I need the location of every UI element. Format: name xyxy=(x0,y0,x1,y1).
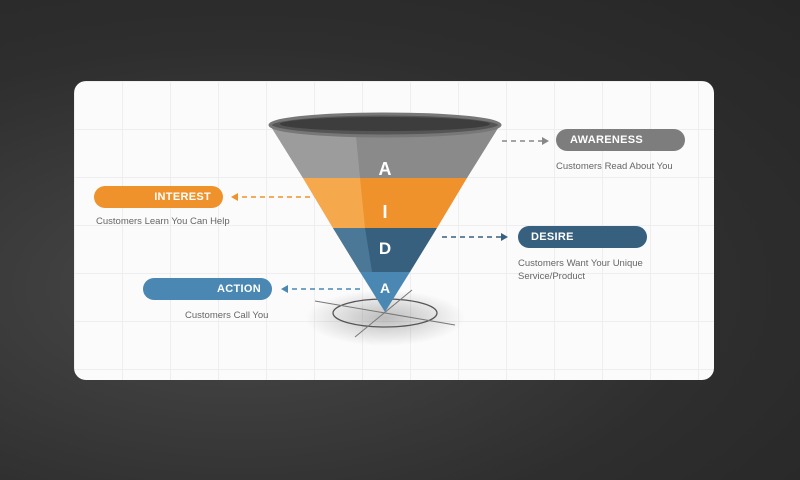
funnel-letter-d: D xyxy=(379,239,391,258)
funnel-letter-a: A xyxy=(379,159,392,179)
base-line xyxy=(314,300,456,326)
awareness-pill: AWARENESS xyxy=(556,129,685,151)
desire-description-line1: Customers Want Your Unique xyxy=(518,258,643,269)
desire-description-line2: Service/Product xyxy=(518,271,586,282)
funnel-band-action xyxy=(360,272,410,312)
action-label: ACTION xyxy=(217,283,261,295)
base-line xyxy=(354,289,413,338)
funnel-letter-i: I xyxy=(382,202,387,222)
funnel-letter-a2: A xyxy=(380,280,390,296)
desire-label: DESIRE xyxy=(531,231,574,243)
awareness-label: AWARENESS xyxy=(570,134,643,146)
desire-description: Customers Want Your Unique Service/Produ… xyxy=(518,257,643,283)
desire-pill: DESIRE xyxy=(518,226,647,248)
action-description: Customers Call You xyxy=(185,310,269,321)
interest-pill: INTEREST xyxy=(94,186,223,208)
action-pill: ACTION xyxy=(143,278,272,300)
interest-description: Customers Learn You Can Help xyxy=(96,216,230,227)
awareness-description: Customers Read About You xyxy=(556,161,673,172)
interest-label: INTEREST xyxy=(154,191,211,203)
